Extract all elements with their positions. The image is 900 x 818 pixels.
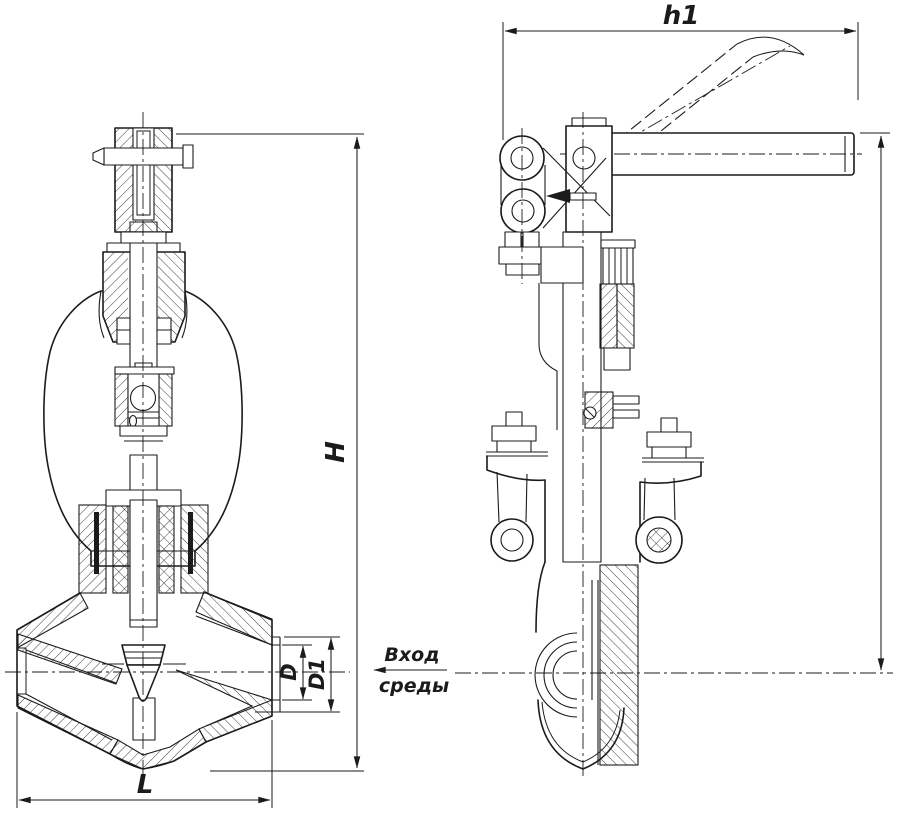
- bonnet-flange: [486, 411, 704, 564]
- plug-cone: [126, 664, 161, 702]
- side-view: h1: [455, 1, 893, 778]
- media-inlet-text-line2: среды: [379, 675, 449, 697]
- port-circle-inner: [552, 650, 578, 700]
- plug-tail: [132, 697, 156, 741]
- lever-pivot-block: [565, 117, 613, 233]
- coupling-pin: [103, 147, 184, 166]
- ball-joint-assembly: [114, 366, 175, 442]
- media-inlet-text-line1: Вход: [384, 644, 439, 666]
- stem-coupling: [92, 127, 194, 244]
- dimension-H: H: [176, 133, 364, 772]
- pivot-hole: [572, 146, 596, 170]
- port-circle-outer: [534, 632, 578, 718]
- port-circle-mid: [543, 641, 578, 709]
- pipe-end-left: [17, 647, 27, 695]
- dimension-label-h1: h1: [663, 1, 700, 31]
- dimension-h1: h1: [502, 1, 859, 140]
- dimension-D1: D1: [255, 636, 340, 713]
- front-section-view: H D D1 L: [5, 112, 364, 808]
- gland-bolt-left: [94, 512, 99, 574]
- gland-bolt-right: [188, 512, 193, 574]
- dimension-label-H: H: [321, 441, 351, 463]
- nut-right: [646, 431, 692, 448]
- side-bonnet: [538, 239, 636, 430]
- valve-plug: [121, 644, 166, 741]
- dimension-side-height: [860, 132, 890, 671]
- dimension-L: L: [16, 712, 273, 808]
- stuffing-box: [78, 489, 209, 621]
- side-lower-body: [534, 561, 639, 770]
- dimension-label-L: L: [137, 770, 154, 800]
- valve-body: [16, 591, 281, 770]
- roller-bracket: [498, 128, 611, 284]
- media-inlet-annotation: Вход среды: [373, 644, 449, 697]
- detent-arrow-icon: [546, 189, 570, 203]
- side-gland: [583, 391, 640, 429]
- packing-left: [112, 505, 129, 594]
- nut-left: [491, 425, 537, 442]
- dimension-label-D1: D1: [305, 658, 329, 690]
- packing-right: [158, 505, 175, 594]
